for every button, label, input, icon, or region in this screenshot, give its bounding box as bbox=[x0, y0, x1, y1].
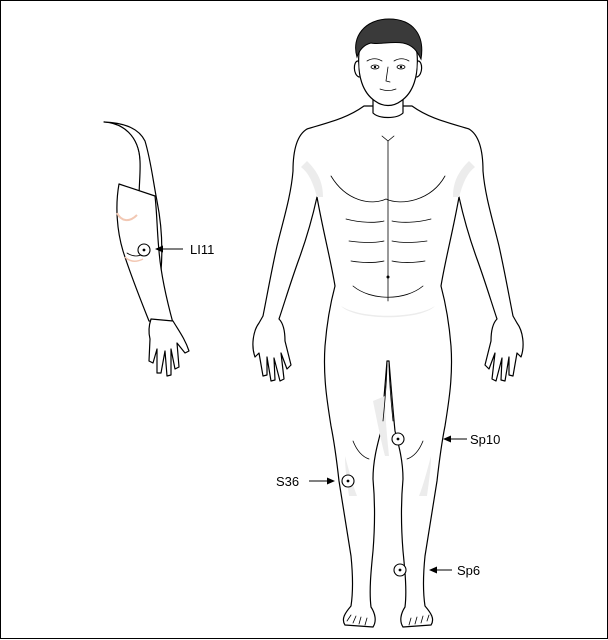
point-li11-label: LI11 bbox=[190, 242, 214, 257]
point-sp6-label: Sp6 bbox=[457, 563, 480, 578]
standing-figure bbox=[253, 19, 523, 627]
point-sp10-label: Sp10 bbox=[470, 432, 500, 447]
point-s36-label: S36 bbox=[276, 474, 299, 489]
